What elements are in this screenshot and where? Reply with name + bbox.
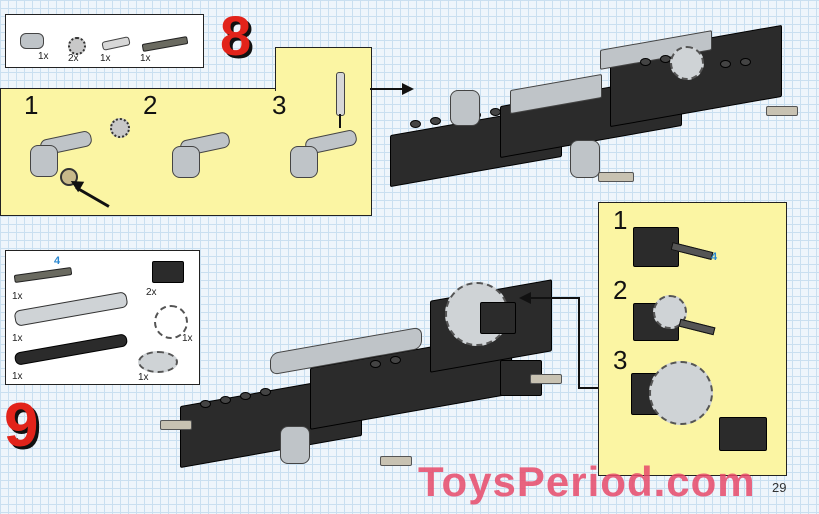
watermark: ToysPeriod.com: [418, 458, 756, 505]
part-qty: 1x: [100, 53, 111, 64]
arrow-line: [530, 297, 580, 299]
arrow-head-icon: [519, 292, 531, 304]
pin-part-icon: [336, 72, 345, 116]
gear-rack-part-icon: [13, 291, 129, 327]
substep-number: 1: [24, 90, 39, 120]
arrow-line: [578, 297, 580, 387]
step-number: 8: [220, 4, 252, 67]
part-qty: 2x: [146, 287, 157, 298]
axle-length-label: 4: [54, 255, 61, 267]
connector-part-icon: [30, 145, 58, 177]
arrow-icon: [339, 114, 341, 128]
part-qty: 1x: [38, 51, 49, 62]
page-number: 29: [772, 480, 787, 495]
connector-part-icon: [290, 146, 318, 178]
step8-callout-tab: [275, 47, 372, 91]
axle-part-icon: [141, 36, 189, 52]
bush-part-icon: [68, 37, 86, 55]
beam-part-icon: [13, 333, 129, 366]
axle-part-icon: [13, 267, 73, 283]
part-qty: 2x: [68, 53, 79, 64]
arrow-icon: [370, 88, 404, 90]
large-gear-part-icon: [649, 361, 713, 425]
connector-part-icon: [20, 33, 44, 49]
axle-part-icon: [678, 318, 716, 336]
part-qty: 1x: [12, 371, 23, 382]
step8-callout-seam: [276, 87, 369, 90]
substep-number: 2: [143, 90, 158, 120]
step-number: 9: [4, 391, 39, 460]
part-qty: 1x: [12, 291, 23, 302]
bush-part-icon: [60, 168, 78, 186]
small-gear-part-icon: [154, 305, 188, 339]
part-qty: 1x: [12, 333, 23, 344]
arrow-head-icon: [402, 83, 414, 95]
part-qty: 1x: [138, 372, 149, 383]
step9-model: [160, 270, 600, 490]
connector-part-icon: [172, 146, 200, 178]
substep-number: 1: [613, 205, 628, 235]
large-gear-part-icon: [138, 351, 178, 373]
bush-part-icon: [110, 118, 130, 138]
step8-model: [380, 20, 800, 210]
brick-part-icon: [152, 261, 184, 283]
brick-part-icon: [633, 227, 679, 267]
part-qty: 1x: [140, 53, 151, 64]
substep-number: 3: [272, 90, 287, 120]
substep-number: 2: [613, 275, 628, 305]
substep-number: 3: [613, 345, 628, 375]
step8-parts-list: 1x 2x 1x 1x: [5, 14, 204, 68]
arrow-line: [578, 387, 598, 389]
axle-length-label: 4: [711, 251, 718, 263]
brick-part-icon: [719, 417, 767, 451]
part-qty: 1x: [182, 333, 193, 344]
pin-part-icon: [101, 36, 131, 51]
step9-parts-list: 4 1x 1x 1x 2x 1x 1x: [5, 250, 200, 385]
step9-callout: 1 2 3 4: [598, 202, 787, 476]
